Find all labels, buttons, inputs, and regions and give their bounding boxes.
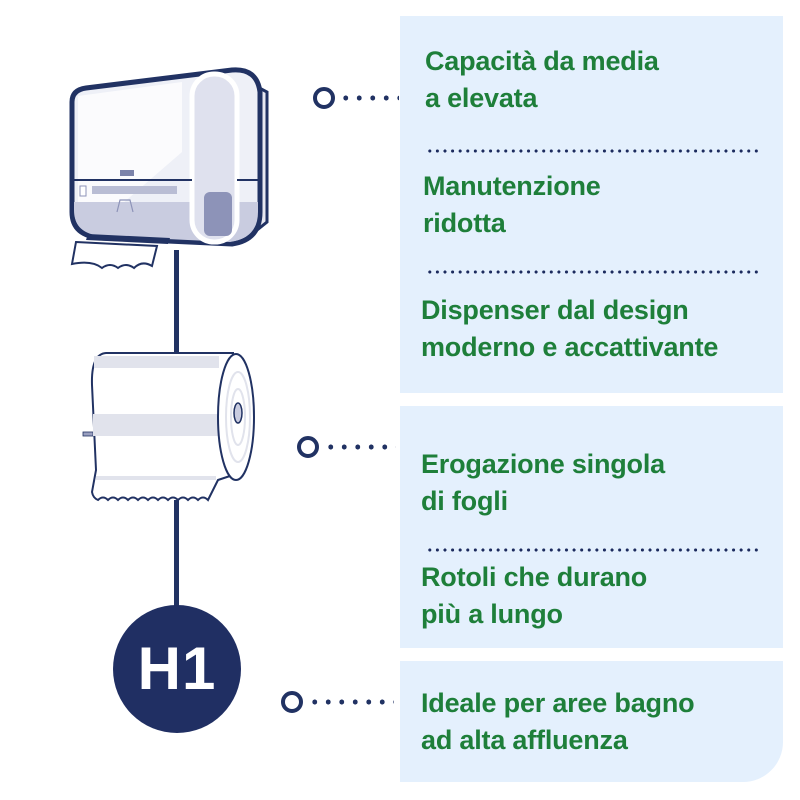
feature-panel-2: Erogazione singola di fogli Rotoli che d… xyxy=(400,406,783,648)
connector-ring-icon xyxy=(281,691,303,713)
feature-panel-3: Ideale per aree bagno ad alta affluenza xyxy=(400,661,783,782)
dotted-separator xyxy=(426,270,759,274)
feature-high-traffic: Ideale per aree bagno ad alta affluenza xyxy=(421,688,695,755)
dotted-separator xyxy=(426,149,759,153)
timeline-line-top xyxy=(174,250,179,360)
connector-dots xyxy=(339,95,399,101)
feature-capacity: Capacità da media a elevata xyxy=(425,46,659,113)
dotted-separator xyxy=(426,548,759,552)
connector-3 xyxy=(281,691,400,713)
feature-design: Dispenser dal design moderno e accattiva… xyxy=(421,295,719,362)
connector-ring-icon xyxy=(297,436,319,458)
feature-single-sheet: Erogazione singola di fogli xyxy=(421,449,665,516)
paper-towel-roll-icon xyxy=(82,352,255,502)
timeline-line-bottom xyxy=(174,500,179,610)
connector-ring-icon xyxy=(313,87,335,109)
feature-long-lasting-rolls: Rotoli che durano più a lungo xyxy=(421,562,648,629)
connector-dots xyxy=(308,699,394,705)
connector-dots xyxy=(324,444,396,450)
feature-panel-1: Capacità da media a elevata Manutenzione… xyxy=(400,16,783,393)
connector-2 xyxy=(297,436,400,458)
h1-badge: H1 xyxy=(113,605,241,733)
towel-dispenser-icon xyxy=(69,67,269,270)
connector-1 xyxy=(313,87,400,109)
feature-maintenance: Manutenzione ridotta xyxy=(423,171,601,238)
